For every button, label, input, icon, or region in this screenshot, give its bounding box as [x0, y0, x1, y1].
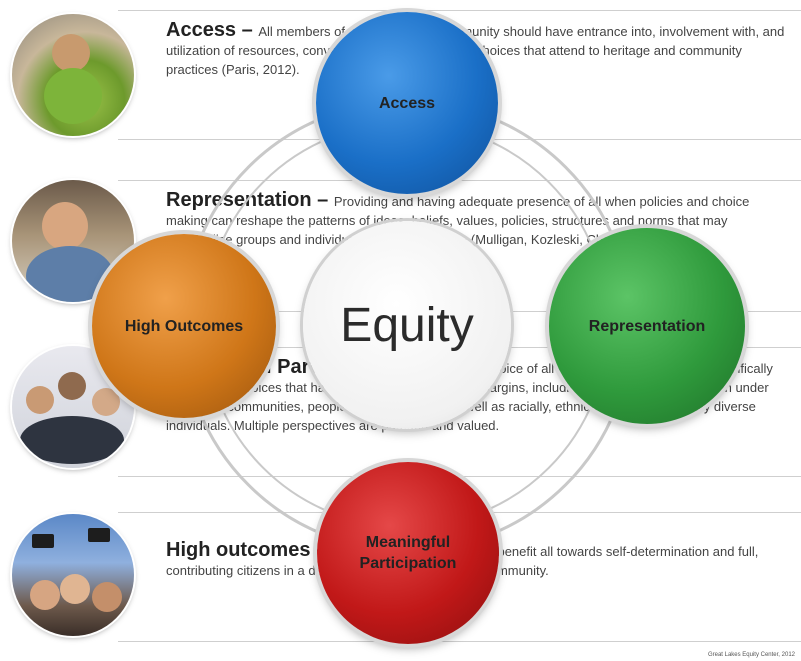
representation-node: Representation — [549, 228, 745, 424]
credit-text: Great Lakes Equity Center, 2012 — [707, 652, 795, 658]
access-dash: – — [236, 19, 259, 41]
participation-node: Meaningful Participation — [317, 462, 499, 644]
outcomes-photo — [12, 514, 134, 636]
access-title: Access — [166, 19, 237, 41]
equity-circle: Equity — [303, 221, 511, 429]
outcomes-node: High Outcomes — [92, 234, 276, 418]
participation-photo — [12, 346, 134, 468]
equity-label: Equity — [340, 298, 474, 352]
representation-node-label: Representation — [588, 317, 706, 335]
access-node-label: Access — [378, 94, 436, 112]
outcomes-node-label: High Outcomes — [124, 317, 244, 335]
participation-node-label: Meaningful Participation — [359, 534, 457, 572]
outcomes-title: High outcomes — [166, 539, 311, 561]
access-node: Access — [316, 12, 498, 194]
access-photo — [12, 14, 134, 136]
